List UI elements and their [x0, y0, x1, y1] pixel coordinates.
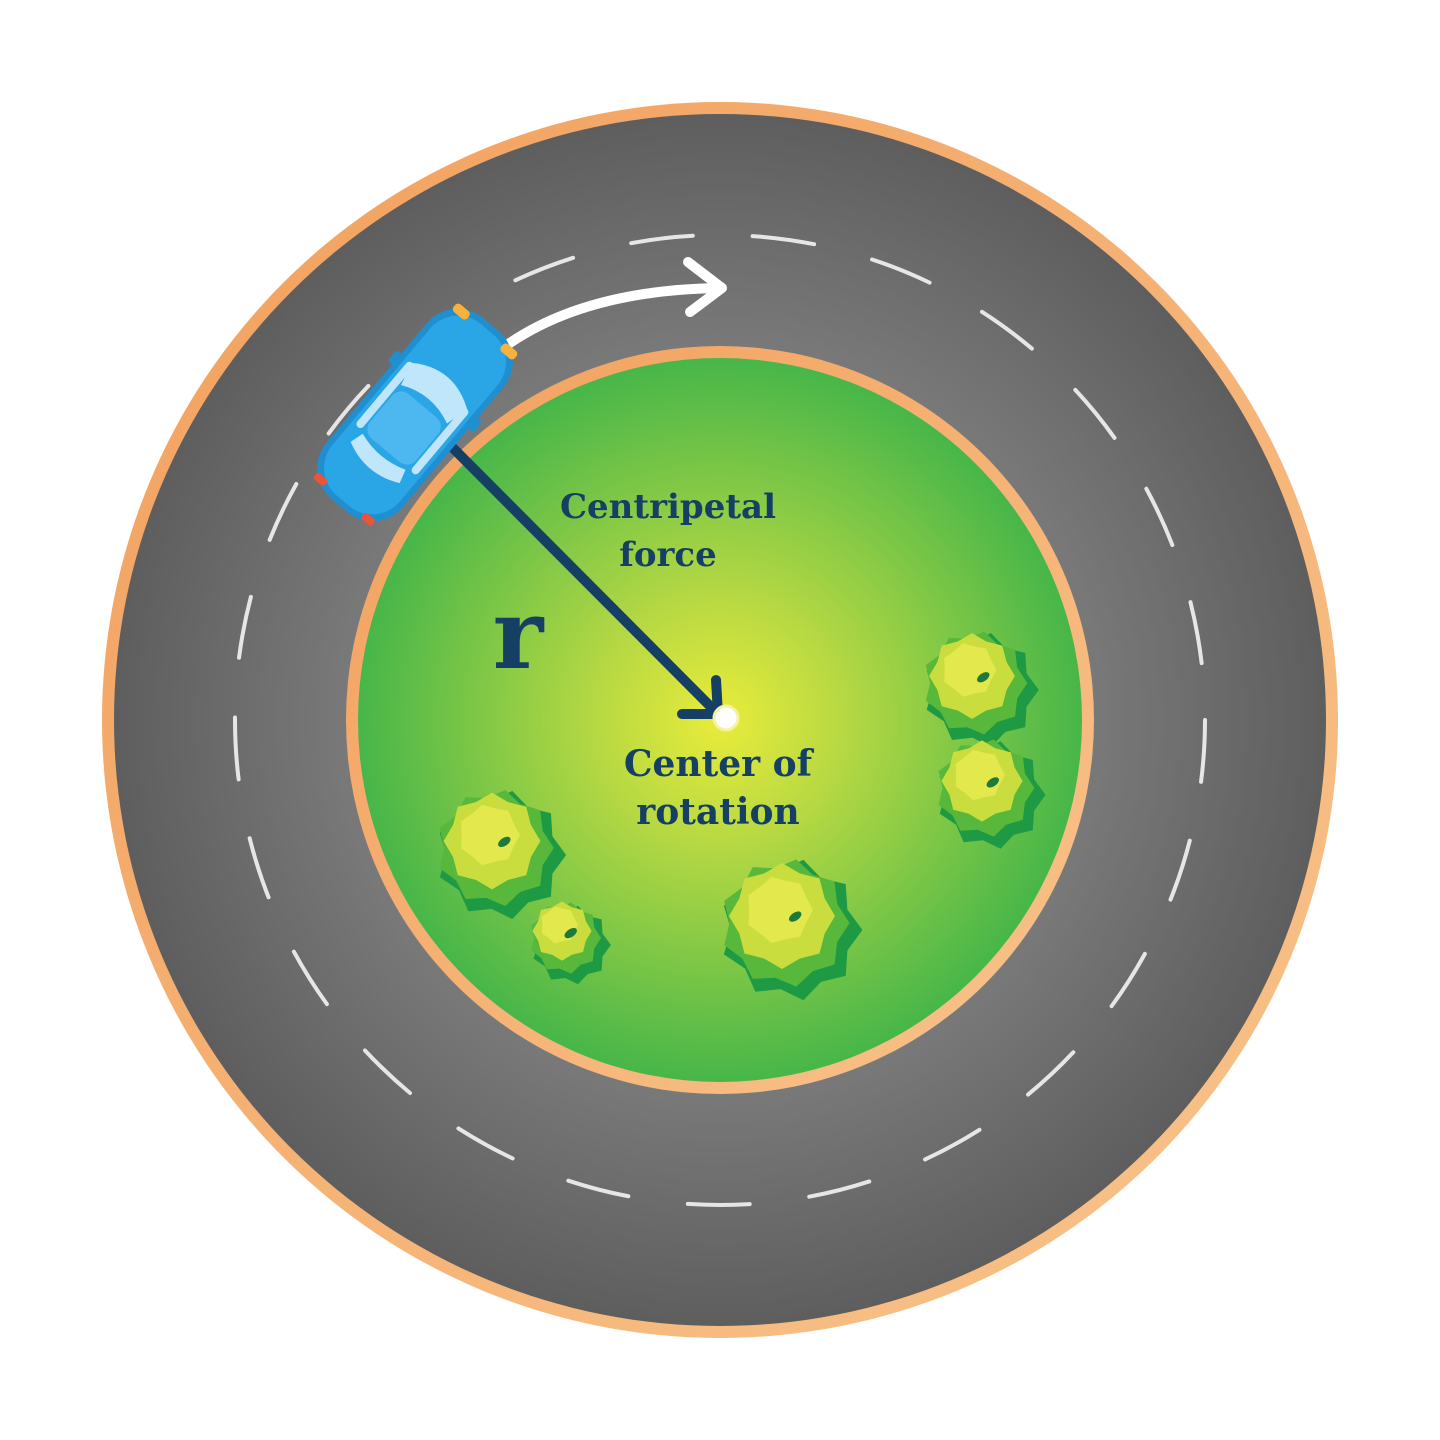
curved-arrow-icon	[495, 257, 727, 355]
bush-icon	[723, 859, 863, 1001]
center-label-line2: rotation	[636, 791, 799, 833]
bush-icon	[439, 790, 567, 920]
car-icon	[313, 303, 518, 526]
radius-symbol: r	[493, 578, 545, 691]
bush-icon	[531, 901, 611, 985]
lane-marking	[233, 233, 1207, 1207]
bush-icon	[925, 631, 1039, 747]
center-label-line1: Center of	[624, 743, 815, 785]
force-label-line2: force	[619, 535, 717, 575]
force-label-line1: Centripetal	[560, 487, 776, 527]
center-point	[712, 704, 740, 732]
bush-icon	[938, 739, 1046, 849]
